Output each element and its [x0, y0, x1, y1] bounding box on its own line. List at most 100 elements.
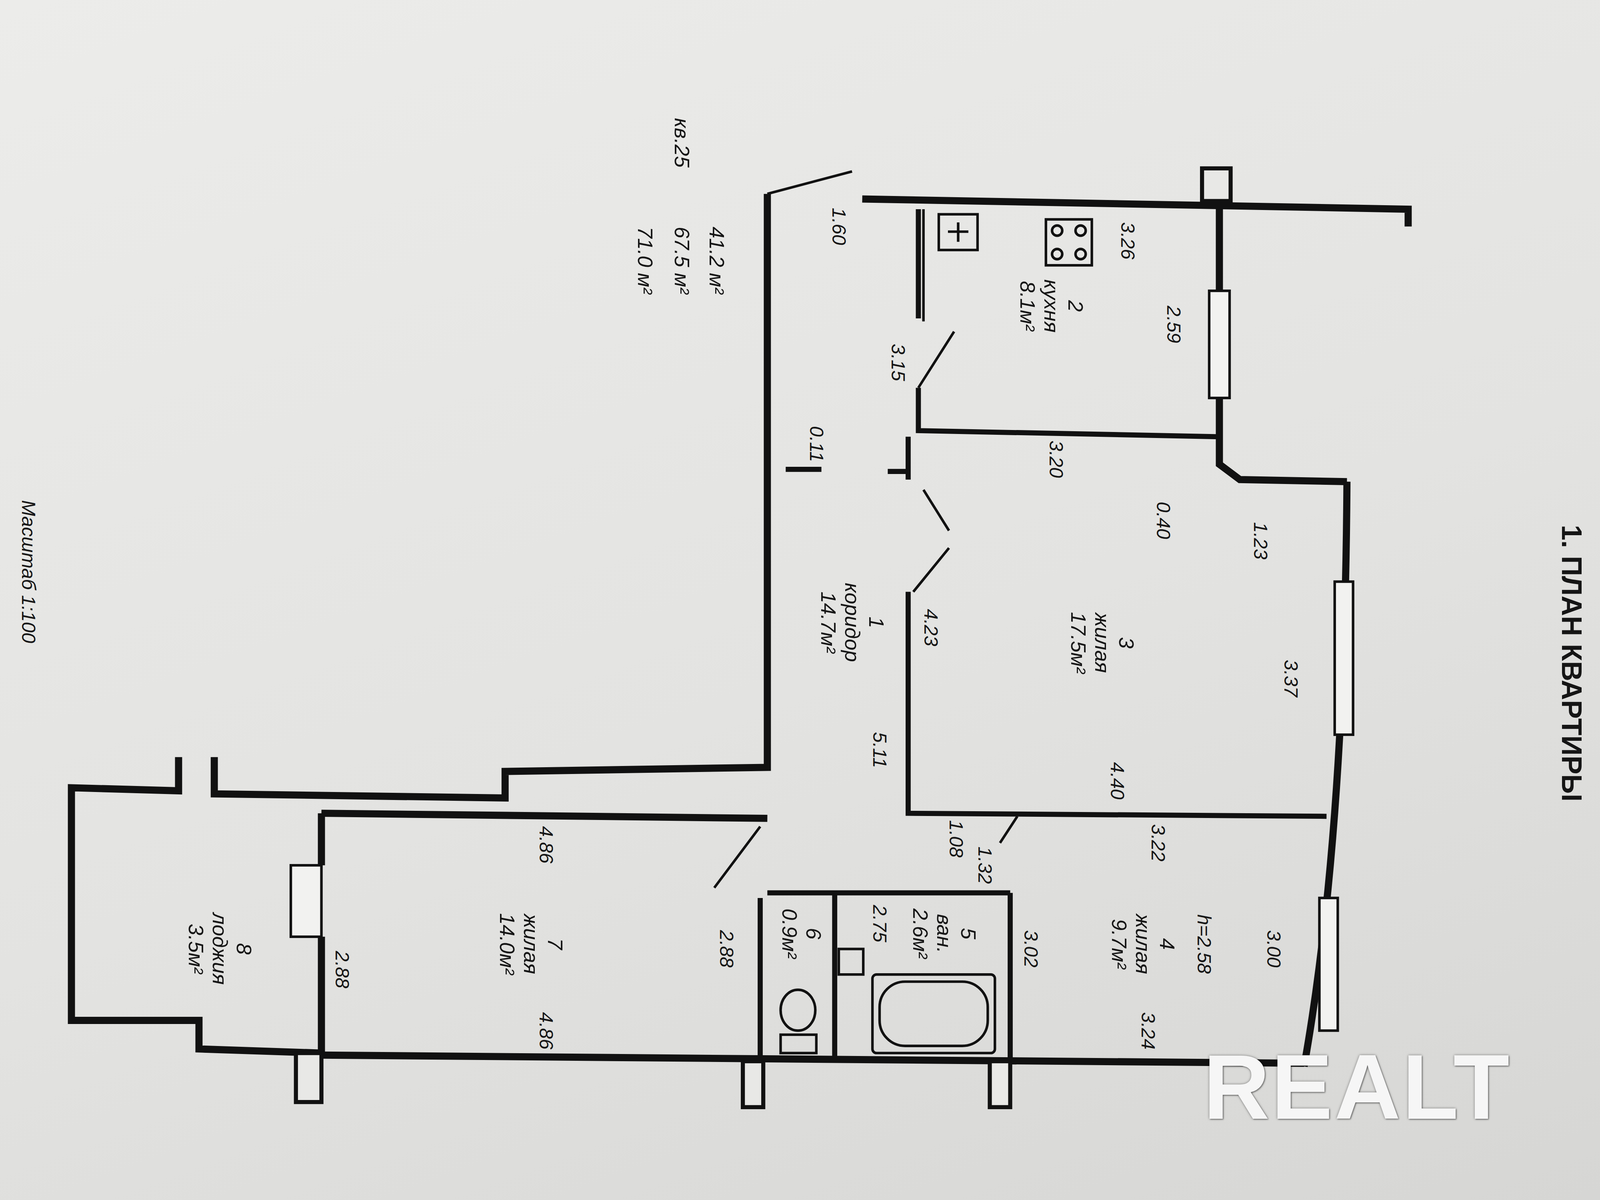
exterior-walls: [71, 194, 1409, 1067]
dimension-label: 4.23: [919, 608, 942, 646]
dimension-label: 2.75: [868, 904, 891, 942]
partitions: [760, 209, 1327, 1062]
room-text: 3: [1114, 612, 1138, 674]
partitions-part: [785, 466, 822, 472]
exterior-walls-part: [1219, 198, 1347, 482]
exterior-walls-part: [321, 1055, 1305, 1064]
windows-part: [290, 865, 322, 937]
room-text: жилая: [1090, 612, 1114, 674]
room-text: 5: [956, 908, 980, 959]
room-text: 14.0м²: [494, 913, 519, 975]
dimension-label: 5.11: [868, 732, 891, 768]
windows: [290, 290, 1354, 1031]
exterior-walls-part: [1304, 481, 1347, 1067]
area-total: 67.5 м²: [669, 226, 694, 294]
room-label: 7жилая14.0м²: [494, 913, 567, 975]
partitions-part: [908, 436, 1327, 817]
partitions-part: [832, 892, 838, 1062]
room-label: 5ван.2.6м²: [908, 908, 980, 959]
room-label: 60.9м²: [777, 908, 826, 959]
windows-part: [1319, 898, 1338, 1031]
exterior-walls-part: [71, 757, 322, 1054]
room-label: 8лоджия3.5м²: [183, 913, 256, 985]
room-text: 8.1м²: [1015, 279, 1040, 333]
dimension-label: 3.20: [1045, 440, 1068, 478]
columns-part: [1202, 168, 1231, 202]
watermark: REALT: [1203, 1033, 1512, 1140]
dimension-label: 1.08: [945, 820, 968, 858]
dimension-label: 2.88: [330, 950, 353, 988]
door-swings-part: [913, 548, 949, 592]
door-swings-part: [767, 171, 852, 194]
room-label: 1коридор14.7м²: [816, 582, 888, 662]
dimension-label: Масштаб 1:100: [17, 500, 40, 644]
dimension-label: 4.86: [534, 826, 557, 864]
kitchen-fixtures-part: [948, 222, 969, 242]
dimension-label: 1.23: [1249, 522, 1272, 560]
room-label: 2кухня8.1м²: [1015, 279, 1087, 333]
dimension-label: 1.32: [973, 846, 996, 884]
partitions-part: [887, 468, 908, 474]
door-swings-part: [1000, 816, 1018, 843]
room-text: 3.5м²: [183, 913, 208, 985]
room-text: 2.6м²: [908, 908, 932, 959]
dimension-label: 3.22: [1147, 824, 1170, 862]
kitchen-fixtures-part: [938, 214, 978, 250]
columns: [296, 168, 1231, 1108]
dimension-label: 0.40: [1152, 501, 1175, 539]
dimension-label: 3.24: [1136, 1012, 1159, 1050]
partitions-part: [757, 818, 763, 1062]
room-text: жилая: [518, 913, 543, 975]
door-swings-part: [918, 331, 954, 388]
door-swings: [714, 171, 1018, 888]
sanitary-fixtures-part: [838, 948, 864, 975]
room-text: жилая: [1130, 913, 1155, 974]
dimension-label: 4.40: [1106, 762, 1129, 800]
sanitary-fixtures: [780, 948, 996, 1053]
partitions-part: [767, 890, 1010, 896]
area-total: кв.25: [669, 118, 694, 168]
room-text: 4: [1154, 913, 1179, 974]
kitchen-fixtures-part: [922, 209, 925, 322]
dimension-label: 3.26: [1116, 222, 1139, 260]
kitchen-fixtures-part: [1046, 219, 1092, 266]
dimension-label: 3.02: [1019, 930, 1042, 968]
room-text: кухня: [1039, 279, 1064, 333]
dimension-label: 3.15: [886, 343, 909, 381]
dimension-label: 0.11: [805, 426, 828, 462]
sanitary-fixtures-part: [879, 981, 988, 1046]
columns-part: [296, 1053, 322, 1102]
room-text: лоджия: [207, 913, 232, 985]
kitchen-fixtures-part: [1052, 225, 1063, 236]
columns-part: [989, 1061, 1010, 1108]
windows-part: [1334, 581, 1354, 735]
dimension-label: 2.59: [1162, 305, 1185, 343]
room-text: 14.7м²: [816, 582, 840, 662]
columns-part: [742, 1061, 764, 1108]
room-text: 7: [542, 913, 567, 975]
dimension-label: 1.60: [827, 208, 850, 246]
kitchen-fixtures-part: [1052, 248, 1063, 260]
door-swings-part: [923, 489, 950, 531]
exterior-walls-part: [214, 194, 768, 798]
partitions-part: [918, 209, 1220, 437]
room-text: коридор: [840, 582, 864, 662]
dimension-label: h=2.58: [1193, 914, 1216, 974]
room-text: 9.7м²: [1106, 913, 1131, 974]
exterior-walls-part: [321, 813, 768, 819]
door-swings-part: [714, 826, 761, 888]
sanitary-fixtures-part: [780, 1034, 817, 1054]
sanitary-fixtures-part: [780, 989, 816, 1031]
room-text: 2: [1062, 279, 1087, 333]
kitchen-fixtures-part: [1075, 225, 1086, 236]
room-text: 17.5м²: [1066, 612, 1090, 674]
dimension-label: 4.86: [534, 1012, 557, 1050]
windows-part: [1209, 290, 1230, 398]
room-text: 0.9м²: [777, 908, 802, 959]
room-text: 1: [864, 582, 888, 662]
dimension-label: 3.00: [1262, 930, 1285, 968]
room-text: ван.: [932, 908, 956, 959]
dimension-label: 3.37: [1279, 660, 1302, 698]
sanitary-fixtures-part: [872, 974, 995, 1053]
